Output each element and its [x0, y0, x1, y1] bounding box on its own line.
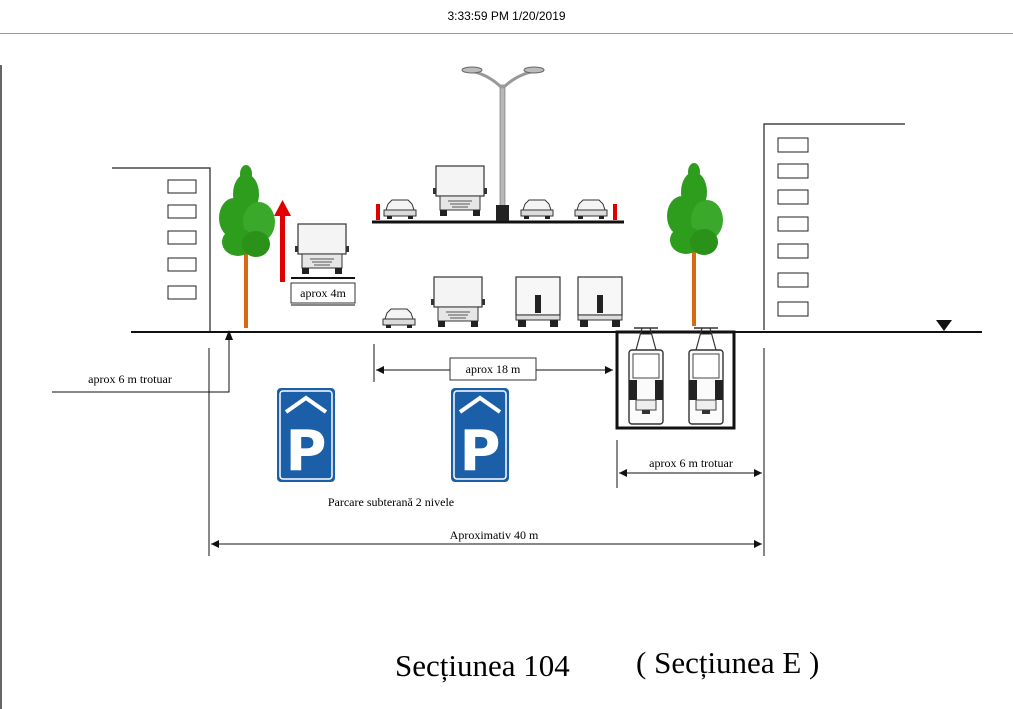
- sidewalk-left-dimension: aprox 6 m trotuar: [52, 330, 233, 393]
- left-lane: aprox 4m: [290, 223, 356, 306]
- total-width-label: Aproximativ 40 m: [450, 528, 539, 542]
- sidewalk-right-label: aprox 6 m trotuar: [649, 456, 733, 470]
- parking-sign-2-icon: P: [449, 386, 511, 484]
- trailer-ground-2-icon: [577, 276, 623, 328]
- left-building: [112, 167, 211, 332]
- truck-ground-icon: [430, 276, 486, 328]
- truck-left-lane-icon: [294, 223, 350, 275]
- sidewalk-right-dimension: aprox 6 m trotuar: [616, 348, 765, 556]
- total-width-dimension: Aproximativ 40 m: [208, 348, 762, 556]
- car-ground-icon: [382, 308, 416, 329]
- ground-level-marker-icon: [936, 320, 952, 331]
- car-deck-3-icon: [574, 199, 608, 220]
- parking-sign-1-letter: P: [285, 419, 326, 484]
- header-divider: [0, 33, 1013, 34]
- deck-barrier-right: [613, 204, 617, 220]
- parking-label: Parcare subterană 2 nivele: [328, 495, 454, 509]
- parking-sign-2-letter: P: [459, 419, 500, 484]
- lane-width-label: aprox 4m: [300, 286, 346, 300]
- trailer-ground-1-icon: [515, 276, 561, 328]
- deck-barrier-left: [376, 204, 380, 220]
- road-width-label: aprox 18 m: [466, 362, 521, 376]
- timestamp: 3:33:59 PM 1/20/2019: [447, 9, 566, 23]
- tree-right-icon: [667, 163, 723, 326]
- car-deck-1-icon: [383, 199, 417, 220]
- street-lamp-icon: [461, 66, 545, 221]
- tree-left-icon: [219, 165, 275, 328]
- parking-sign-1-icon: P: [275, 386, 337, 484]
- right-building: [763, 123, 905, 330]
- tram-tunnel: [615, 327, 736, 430]
- red-up-arrow-icon: [274, 200, 291, 282]
- section-alt-title: ( Secțiunea E ): [636, 645, 819, 680]
- car-deck-2-icon: [520, 199, 554, 220]
- sidewalk-left-label: aprox 6 m trotuar: [88, 372, 172, 386]
- truck-deck-icon: [432, 165, 488, 217]
- road-width-dimension: aprox 18 m: [373, 344, 613, 382]
- section-title: Secțiunea 104: [395, 648, 570, 683]
